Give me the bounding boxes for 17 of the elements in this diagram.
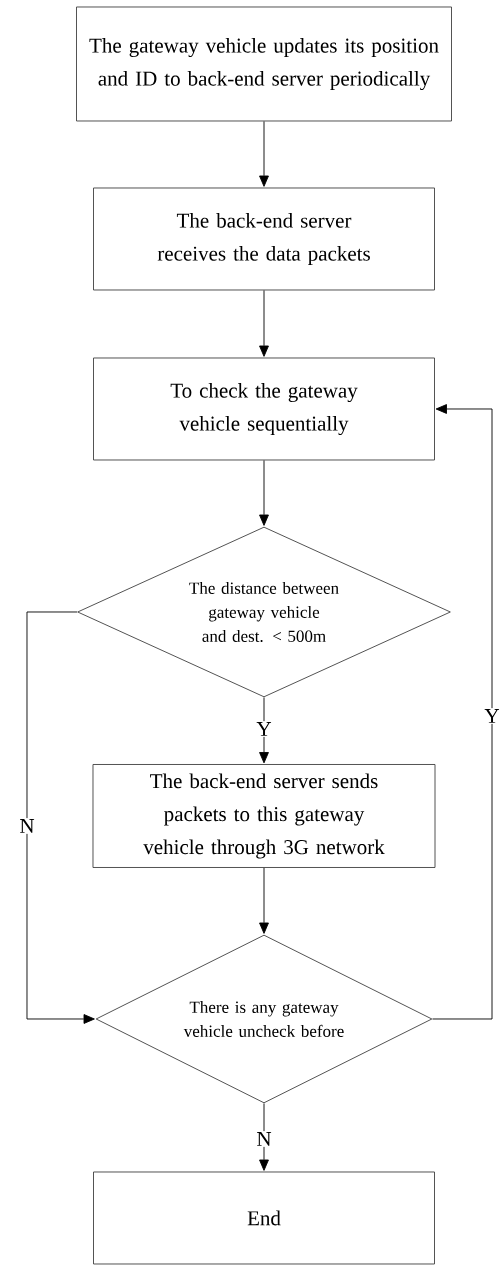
arrow	[259, 697, 269, 764]
arrow	[259, 290, 269, 357]
process-box: The gateway vehicle updates its position and ID to back-end server periodically	[76, 6, 452, 122]
arrow	[432, 404, 493, 1020]
edge-label: Y	[255, 721, 273, 737]
arrow	[259, 121, 269, 187]
process-box: End	[93, 1171, 435, 1265]
edge-label: N	[18, 818, 36, 834]
arrow	[259, 867, 269, 934]
process-box: The back-end server sends packets to this gateway vehicle through 3G network	[92, 764, 436, 868]
edge-label: N	[255, 1131, 273, 1147]
arrow	[259, 460, 269, 526]
arrow	[259, 1103, 269, 1171]
process-box: To check the gateway vehicle sequentially	[93, 357, 435, 461]
arrow	[26, 611, 95, 1024]
process-box: The back-end server receives the data packets	[93, 187, 435, 291]
edge-label: Y	[483, 708, 501, 724]
